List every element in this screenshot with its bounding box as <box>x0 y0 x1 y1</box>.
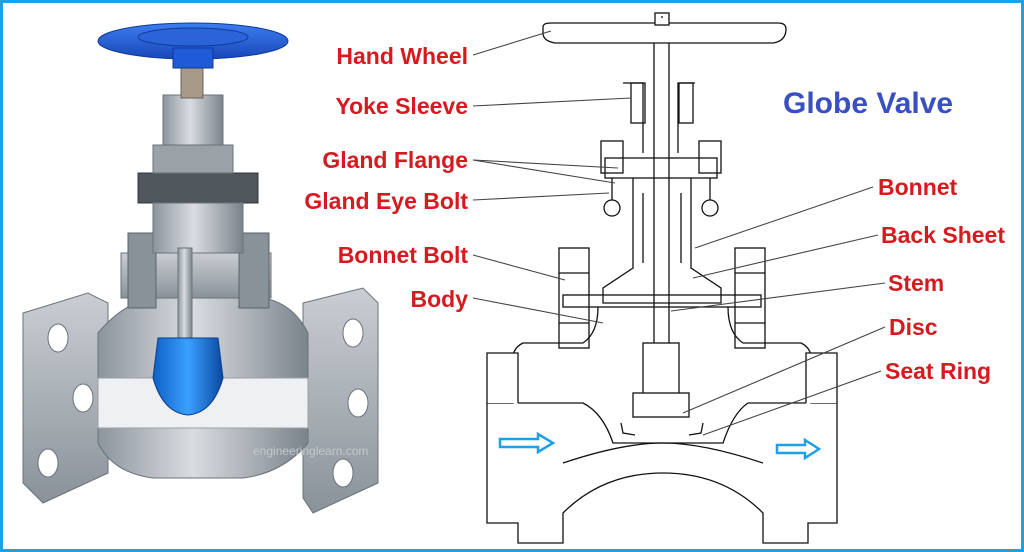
label-gland-eye-bolt: Gland Eye Bolt <box>304 188 468 214</box>
diagram-title: Globe Valve <box>783 87 954 120</box>
label-gland-flange: Gland Flange <box>322 147 468 173</box>
flow-arrow-icon <box>498 431 556 455</box>
label-stem: Stem <box>888 270 945 296</box>
label-disc: Disc <box>889 314 938 340</box>
watermark: engineeringlearn.com <box>253 444 368 458</box>
label-yoke-sleeve: Yoke Sleeve <box>335 93 468 119</box>
flow-arrow-icon <box>775 437 822 461</box>
valve-3d-rendering: engineeringlearn.com <box>22 22 379 514</box>
label-body: Body <box>410 286 469 312</box>
label-seat-ring: Seat Ring <box>885 358 992 384</box>
label-bonnet: Bonnet <box>878 174 958 200</box>
label-hand-wheel: Hand Wheel <box>336 43 468 69</box>
label-bonnet-bolt: Bonnet Bolt <box>337 242 468 268</box>
label-back-sheet: Back Sheet <box>881 222 1006 248</box>
valve-section-drawing <box>472 12 886 544</box>
